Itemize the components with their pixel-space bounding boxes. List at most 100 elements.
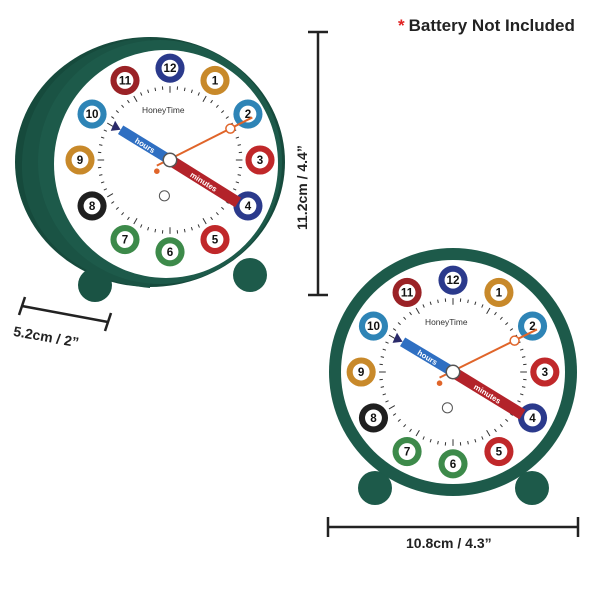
number-ball-center [83,197,101,215]
number-ball-center [71,151,89,169]
minute-tick [521,356,526,358]
battery-note-text: Battery Not Included [408,16,575,35]
minute-tick [385,400,389,403]
number-ball-center [161,243,179,261]
number-ball-center [524,409,541,427]
minute-tick [121,104,125,108]
minute-tick [107,122,114,127]
minute-tick [388,334,396,339]
number-ball-center [536,363,554,381]
logo-icon [158,190,170,202]
hour-number: 10 [86,108,99,121]
minute-tick [403,316,407,320]
number-ball-center [398,284,416,301]
minute-tick [237,144,241,146]
second-hand-ring [509,335,520,346]
minute-tick [397,322,401,326]
width-label: 10.8cm / 4.3” [406,535,492,551]
hour-number: 12 [164,62,177,75]
number-ball-center [116,72,134,89]
hour-number: 6 [167,246,174,259]
minute-tick [140,92,143,96]
minute-tick [100,181,105,184]
number-ball-center [116,231,134,248]
number-ball-center [490,443,508,460]
hour-number: 8 [89,200,96,213]
minute-tick [392,328,397,331]
number-ball-center [365,409,382,427]
minute-tick [505,322,509,326]
minute-tick [235,181,240,184]
hour-number: 7 [404,446,410,459]
hour-number: 11 [401,287,414,300]
minute-tick [481,304,484,308]
depth-dimension-line [17,296,113,332]
minute-tick [183,87,186,92]
hour-number: 12 [447,274,460,287]
minute-tick [519,348,524,351]
asterisk: * [398,16,405,35]
minute-tick [505,418,509,422]
hour-number: 4 [529,412,536,425]
minute-tick [103,129,108,132]
center-cap [162,152,178,168]
number-ball-center [444,271,462,289]
minute-tick [499,316,503,320]
minute-tick [509,328,514,331]
minute-tick [147,226,150,231]
minute-tick [133,95,138,103]
hour-hand-tip [392,332,403,343]
brand-label: HoneyTime [425,317,468,327]
minute-tick [422,436,425,440]
minute-tick [521,386,526,388]
hour-hand [400,337,456,377]
minute-hand [450,367,526,420]
logo-icon [441,402,453,414]
minute-tick [190,89,193,94]
hour-number: 9 [77,154,84,167]
minute-tick [215,212,219,216]
battery-note: *Battery Not Included [398,16,575,36]
hour-hand-tip [110,120,121,131]
minute-tick [99,174,103,176]
number-ball-center [365,317,382,335]
minute-tick [99,144,103,146]
number-ball-center [83,105,101,123]
number-ball-center [206,72,224,89]
minute-tick [467,299,469,304]
minute-tick [232,188,237,191]
minute-tick [486,429,491,437]
minute-tick [221,110,225,114]
hour-number: 9 [358,366,365,379]
hour-number: 8 [370,412,377,425]
second-hand-counterweight [154,168,160,174]
minute-tick [133,217,138,225]
number-ball-center [206,231,224,248]
hour-number: 5 [496,446,503,459]
minute-tick [467,440,469,445]
minute-tick [121,212,125,216]
hour-number: 11 [119,75,132,88]
minute-tick [221,206,225,210]
minute-tick [474,301,477,306]
minute-tick [210,216,213,221]
hour-number: 6 [450,458,457,471]
minute-tick [111,116,115,119]
hour-number: 7 [122,234,128,247]
minute-tick [403,424,407,428]
height-dimension-line [308,30,328,297]
minute-tick [437,440,439,445]
minute-tick [429,438,432,443]
minute-tick [127,216,130,221]
minute-tick [499,424,503,428]
minute-tick [494,428,497,433]
minute-tick [103,188,108,191]
hour-number: 2 [529,320,535,333]
minute-tick [422,304,425,308]
minute-tick [127,99,130,104]
minute-tick [190,226,193,231]
number-ball-center [444,455,462,473]
width-dimension-line [326,517,580,537]
